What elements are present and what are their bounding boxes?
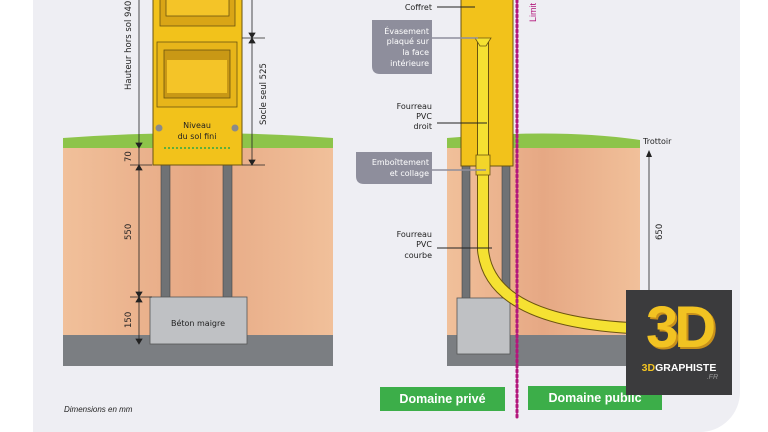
svg-text:courbe: courbe bbox=[404, 251, 432, 260]
svg-text:droit: droit bbox=[414, 122, 432, 131]
limit-label: Limit bbox=[528, 2, 538, 22]
beton-block: Béton maigre bbox=[149, 296, 248, 345]
trottoir-dimension: Trottoir 650 bbox=[642, 137, 672, 300]
left-dimensions bbox=[130, 0, 265, 345]
fourreau-courbe-label: Fourreau PVC courbe bbox=[397, 230, 433, 260]
svg-text:Fourreau: Fourreau bbox=[397, 102, 432, 111]
fourreau-droit-label: Fourreau PVC droit bbox=[397, 102, 433, 131]
svg-text:PVC: PVC bbox=[416, 112, 432, 121]
dimensions-note: Dimensions en mm bbox=[64, 405, 133, 414]
logo-fr: .FR bbox=[706, 374, 718, 381]
right-beton-block bbox=[456, 297, 511, 355]
svg-text:PVC: PVC bbox=[416, 240, 432, 249]
dim-hauteur: Hauteur hors sol 940 bbox=[124, 1, 134, 90]
emboitement-callout: Emboîttement et collage bbox=[356, 152, 432, 184]
niveau-label-2: du sol fini bbox=[178, 132, 217, 141]
beton-label: Béton maigre bbox=[171, 318, 225, 328]
svg-text:et collage: et collage bbox=[390, 169, 429, 178]
svg-text:Emboîttement: Emboîttement bbox=[372, 158, 429, 167]
dim-socle: Socle seul 525 bbox=[259, 63, 269, 125]
svg-text:Trottoir: Trottoir bbox=[642, 137, 672, 146]
evasement-callout: Évasement plaqué sur la face intérieure bbox=[372, 20, 432, 74]
svg-text:650: 650 bbox=[655, 224, 665, 240]
svg-text:Évasement: Évasement bbox=[384, 25, 429, 36]
dim-150: 150 bbox=[124, 312, 134, 328]
domaine-prive-tag: Domaine privé bbox=[380, 387, 505, 411]
logo-name: 3DGRAPHISTE bbox=[641, 362, 717, 374]
svg-text:la face: la face bbox=[402, 48, 429, 57]
niveau-label-1: Niveau bbox=[183, 121, 211, 130]
3dgraphiste-logo: 3D 3DGRAPHISTE .FR bbox=[626, 290, 732, 395]
dim-550: 550 bbox=[124, 224, 134, 240]
logo-3d-mark: 3D bbox=[646, 295, 716, 360]
dim-70: 70 bbox=[124, 151, 134, 162]
left-cabinet: Niveau du sol fini bbox=[152, 0, 243, 166]
svg-text:intérieure: intérieure bbox=[390, 58, 429, 68]
svg-text:plaqué sur: plaqué sur bbox=[387, 36, 430, 46]
coffret-label: Coffret bbox=[405, 3, 432, 12]
callout-leaders bbox=[430, 6, 492, 249]
svg-text:Fourreau: Fourreau bbox=[397, 230, 432, 239]
